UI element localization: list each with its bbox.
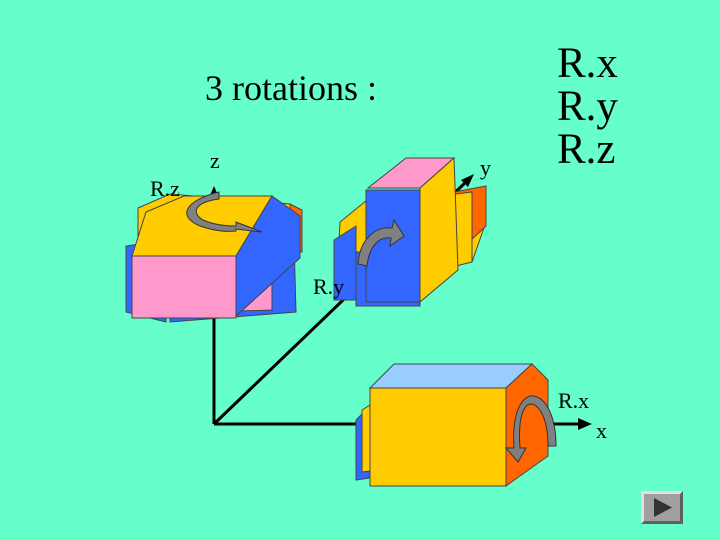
rotation-list: R.x R.y R.z [557, 42, 618, 171]
diagram-title: 3 rotations : [205, 68, 377, 108]
y-axis-arrowhead [461, 174, 474, 187]
ry-rotation-label: R.y [313, 274, 345, 299]
ry-rotation-arrow [357, 218, 405, 267]
rz-rotation-arrow [186, 191, 263, 233]
cube-x-side [505, 363, 549, 487]
cube-x-front [369, 387, 507, 487]
cube-z-front [131, 255, 237, 319]
rz-rotation-label: R.z [150, 176, 180, 201]
cube-x-rotation [355, 363, 549, 487]
cube-x-top [368, 363, 534, 389]
y-axis-label: y [480, 155, 491, 180]
cube-y-rotation [333, 156, 487, 307]
rotation-list-item: R.z [557, 126, 616, 173]
play-right-icon [641, 491, 683, 524]
rotation-list-item: R.x [557, 40, 618, 87]
rx-rotation-label: R.x [558, 388, 590, 413]
x-axis-label: x [596, 418, 607, 443]
rx-rotation-arrow [504, 395, 557, 463]
z-axis-label: z [210, 148, 220, 173]
cube-z-rotation [125, 193, 303, 323]
next-slide-button[interactable] [641, 491, 683, 524]
x-axis-arrowhead [578, 418, 592, 430]
rotation-list-item: R.y [557, 83, 618, 130]
